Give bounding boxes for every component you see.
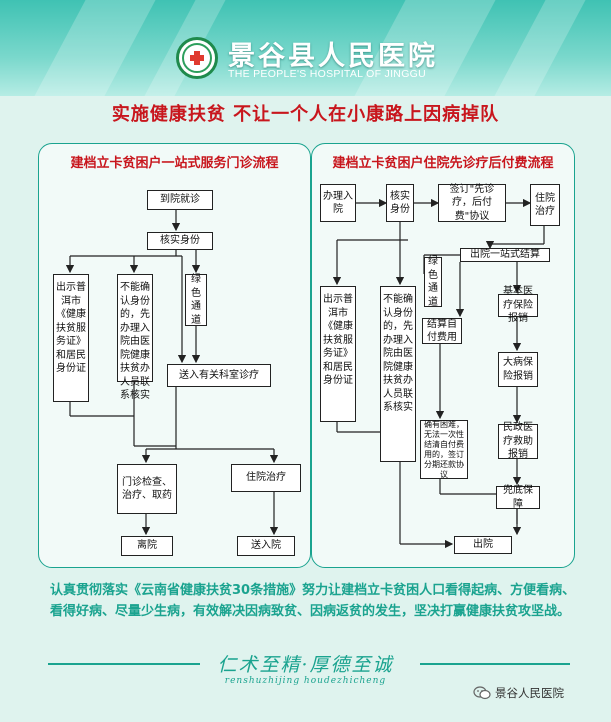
node-green-channel: 绿色通道 bbox=[185, 274, 207, 326]
node-verify-identity: 核实身份 bbox=[147, 232, 213, 250]
banner-streak bbox=[494, 0, 586, 96]
node-discharge: 出院 bbox=[454, 536, 512, 554]
node-civil-affairs-aid: 民政医疗救助报销 bbox=[498, 422, 538, 460]
node-major-illness-insurance: 大病保险报销 bbox=[498, 352, 538, 387]
hospital-name-en: THE PEOPLE'S HOSPITAL OF JINGGU bbox=[228, 68, 427, 80]
right-flow-connectors bbox=[332, 198, 545, 549]
node-verify-identity: 核实身份 bbox=[386, 184, 414, 222]
footer-motto-pinyin: renshuzhijing houdezhicheng bbox=[224, 676, 387, 686]
right-flow-panel: 建档立卡贫困户住院先诊疗后付费流程 bbox=[311, 143, 575, 568]
wechat-icon bbox=[473, 686, 491, 700]
node-inpatient: 住院治疗 bbox=[231, 464, 301, 492]
wechat-account[interactable]: 景谷人民医院 bbox=[473, 685, 564, 701]
node-sign-agreement: 签订"先诊疗，后付费"协议 bbox=[438, 184, 506, 222]
hospital-name: 景谷县人民医院 bbox=[228, 41, 438, 72]
node-discharge-settlement: 出院一站式结算 bbox=[460, 248, 550, 262]
footer-paragraph: 认真贯彻落实《云南省健康扶贫30条措施》努力让建档立卡贫困人口看得起病、方便看病… bbox=[50, 583, 576, 619]
node-admission: 办理入院 bbox=[320, 184, 356, 222]
right-flow-title: 建档立卡贫困户住院先诊疗后付费流程 bbox=[332, 156, 554, 171]
node-settle-self-pay: 结算自付费用 bbox=[422, 318, 462, 344]
node-arrive-hospital: 到院就诊 bbox=[147, 190, 213, 210]
header-banner: 景谷县人民医院 THE PEOPLE'S HOSPITAL OF JINGGU bbox=[0, 0, 611, 96]
node-outpatient: 门诊检查、治疗、取药 bbox=[117, 464, 177, 514]
wechat-account-name: 景谷人民医院 bbox=[495, 686, 564, 700]
left-flow-panel: 建档立卡贫困户一站式服务门诊流程 bbox=[38, 143, 311, 568]
footer-divider-right bbox=[420, 663, 570, 665]
node-show-certificate: 出示普洱市《健康扶贫服务证》和居民身份证 bbox=[320, 286, 356, 422]
node-unable-verify: 不能确认身份的，先办理入院由医院健康扶贫办人员联系核实 bbox=[380, 286, 416, 462]
left-flow-connectors bbox=[65, 210, 279, 536]
node-green-channel: 绿色通道 bbox=[424, 256, 442, 308]
node-leave-hospital: 离院 bbox=[121, 536, 173, 556]
hospital-logo-icon bbox=[176, 37, 218, 79]
node-basic-insurance: 基本医疗保险报销 bbox=[498, 286, 538, 324]
slogan: 实施健康扶贫 不让一个人在小康路上因病掉队 bbox=[111, 104, 500, 125]
node-send-department: 送入有关科室诊疗 bbox=[167, 364, 271, 387]
node-show-certificate: 出示普洱市《健康扶贫服务证》和居民身份证 bbox=[53, 274, 89, 402]
node-admit: 送入院 bbox=[237, 536, 295, 556]
banner-streak bbox=[34, 0, 156, 96]
node-hospital-treatment: 住院治疗 bbox=[530, 184, 560, 226]
left-flow-title: 建档立卡贫困户一站式服务门诊流程 bbox=[70, 156, 279, 171]
node-installment-agreement: 确有困难，无法一次性结清自付费用的，签订分期还款协议 bbox=[420, 420, 468, 479]
node-unable-verify: 不能确认身份的，先办理入院由医院健康扶贫办人员联系核实 bbox=[117, 274, 153, 401]
footer-motto: 仁术至精·厚德至诚 bbox=[217, 654, 394, 676]
footer-divider-left bbox=[48, 663, 200, 665]
node-safety-net: 兜底保障 bbox=[496, 485, 540, 510]
